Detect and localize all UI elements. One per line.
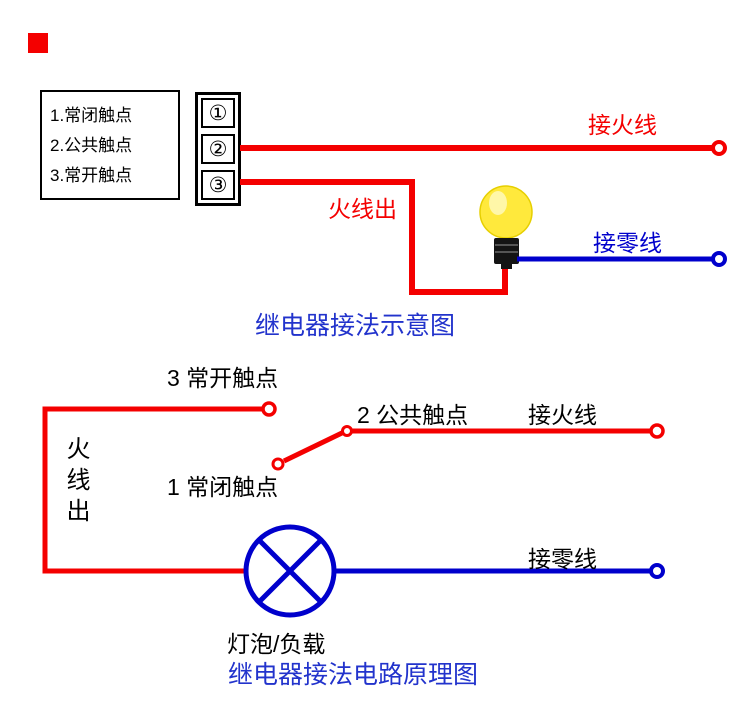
lamp-symbol-icon	[243, 524, 337, 618]
terminal-2: ②	[201, 134, 235, 164]
label-neutral-in-top: 接零线	[593, 230, 662, 256]
terminal-ring-no-contact	[261, 401, 277, 417]
terminal-ring-neutral-bottom	[649, 563, 665, 579]
terminal-ring-common	[341, 425, 353, 437]
wire-no-contact-and-down	[42, 406, 262, 574]
lamp-cross-2	[257, 538, 323, 604]
terminal-1: ①	[201, 98, 235, 128]
terminal-ring-nc-contact	[271, 457, 285, 471]
legend-box: 1.常闭触点 2.公共触点 3.常开触点	[40, 90, 180, 200]
label-live-in-bottom: 接火线	[528, 402, 597, 428]
relay-terminal-block: ① ② ③	[195, 92, 241, 206]
label-contact3: 3 常开触点	[167, 365, 279, 391]
label-load: 灯泡/负载	[227, 631, 326, 657]
terminal-ring-live-top	[711, 140, 727, 156]
label-contact1: 1 常闭触点	[167, 474, 279, 500]
terminal-ring-live-bottom	[649, 423, 665, 439]
caption-bottom: 继电器接法电路原理图	[228, 661, 479, 689]
label-contact2: 2 公共触点	[357, 402, 469, 428]
bulb-glass	[479, 185, 533, 239]
red-square-marker	[28, 33, 48, 53]
terminal-3: ③	[201, 170, 235, 200]
bulb-tip	[501, 263, 512, 269]
switch-arm	[282, 429, 346, 464]
legend-item-2: 2.公共触点	[50, 136, 133, 155]
legend-item-1: 1.常闭触点	[50, 106, 133, 125]
light-bulb-icon	[479, 185, 533, 269]
label-live-in-top: 接火线	[588, 112, 657, 138]
bulb-highlight	[489, 191, 507, 215]
wire-live-out-top	[240, 179, 508, 295]
legend-item-3: 3.常开触点	[50, 166, 133, 185]
terminal-ring-neutral-top	[711, 251, 727, 267]
caption-top: 继电器接法示意图	[255, 312, 456, 340]
label-live-out-vertical: 火线出	[62, 436, 89, 529]
label-live-out-top: 火线出	[328, 196, 397, 222]
label-neutral-in-bottom: 接零线	[528, 546, 597, 572]
